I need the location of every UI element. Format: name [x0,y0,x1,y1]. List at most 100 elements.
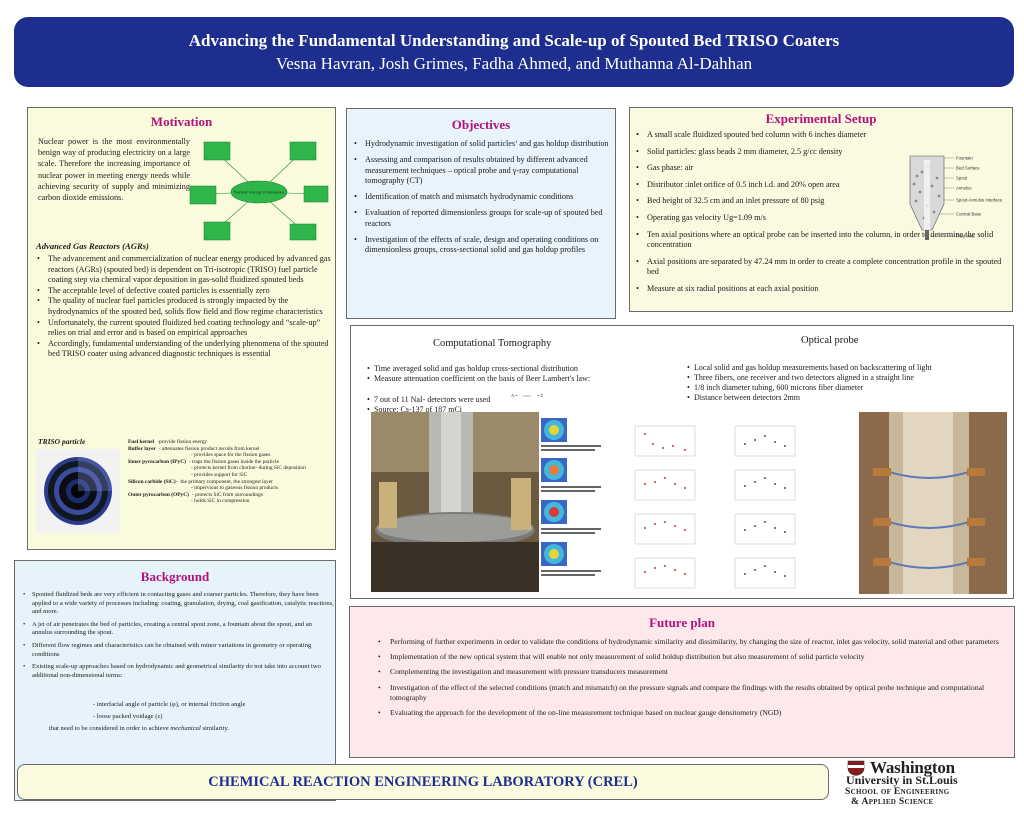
holdup-profile-plots [634,425,796,589]
list-item: Three fibers, one receiver and two detec… [687,373,1012,383]
list-item: Operating gas velocity Ug=1.09 m/s [635,213,885,224]
list-item: Source: Cs-137 of 187 mCi [367,405,667,415]
layer-row: Silicon carbide (SiC)-the primary compon… [128,479,333,486]
nuclear-renaissance-diagram: Nuclear energy renaissance [189,141,329,241]
list-item: 7 out of 11 NaI- detectors were used [367,395,667,405]
layer-row: Outer pyrocarbon (OPyC)- protects SiC fr… [128,492,333,499]
fig-label: Annulus [956,186,972,191]
ct-list: Time averaged solid and gas holdup cross… [367,364,667,415]
list-item: Hydrodynamic investigation of solid part… [353,139,611,150]
list-item: Assessing and comparison of results obta… [353,155,611,187]
ct-scanner-photo [371,412,539,592]
list-item: Performing of further experiments in ord… [377,637,1007,647]
svg-text:= Σ: = Σ [537,393,544,398]
ct-holdup-maps [541,418,601,576]
objectives-list: Hydrodynamic investigation of solid part… [353,139,611,261]
layer-desc: - attenuates fission product recoils fro… [158,445,260,452]
university-subtitle: University in St.Louis [846,773,958,787]
fig-label: Conical Base [956,212,982,217]
objectives-panel: Objectives Hydrodynamic investigation of… [346,108,616,319]
spouted-bed-schematic: Fountain Bed Surface Spout Annulus Spout… [909,156,1003,240]
layer-name: Silicon carbide (SiC)- [128,478,178,485]
university-logo: Washington University in St.Louis School… [843,758,1011,808]
layer-row: Inner pyrocarbon (IPyC)- traps the fissi… [128,459,333,466]
shield-icon [847,760,865,776]
list-item: Existing scale-up approaches based on hy… [22,663,334,680]
list-item: Bed height of 32.5 cm and an inlet press… [635,196,885,207]
background-similarity-note: that need to be considered in order to a… [49,725,229,734]
optical-probe-title: Optical probe [801,335,859,346]
list-item: Axial positions are separated by 47.24 m… [635,257,1009,278]
triso-label: TRISO particle [38,437,86,446]
beer-lambert-formula: A = = Σ [511,393,544,398]
motivation-title: Motivation [150,114,213,129]
layer-name: Outer pyrocarbon (OPyC) [128,491,189,498]
fig-label: Spout-Annulus Interface [956,198,1003,203]
layer-row: - protects kernel from chorine- during S… [128,465,333,472]
school-name: School of Engineering [845,786,950,797]
layer-row: - holds SiC in compression [128,498,333,505]
optical-probe-list: Local solid and gas holdup measurements … [687,363,1012,403]
list-item: Accordingly, fundamental understanding o… [36,339,331,360]
list-item: Implementation of the new optical system… [377,652,1007,662]
list-item: Measure attenuation coefficient on the b… [367,374,667,384]
diagram-center-label: Nuclear energy renaissance [232,190,284,195]
list-item: Ten axial positions where an optical pro… [635,230,1009,251]
layer-desc: the primary component, the strongest lay… [180,478,273,485]
list-item: Unfortunately, the current spouted fluid… [36,318,331,339]
list-item: Different flow regimes and characteristi… [22,642,334,659]
list-item: The advancement and commercialization of… [36,254,331,286]
list-item: Distance between detectors 2mm [687,393,1012,403]
layer-row: Buffer layer- attenuates fission product… [128,446,333,453]
layer-desc: - provides space for the fission gases [191,452,271,459]
layer-desc: - protects kernel from chorine- during S… [191,465,306,472]
layer-name: Fuel kernel [128,439,155,445]
list-item: The acceptable level of defective coated… [36,286,331,297]
motivation-panel: Motivation Nuclear power is the most env… [27,107,336,550]
list-item: The quality of nuclear fuel particles pr… [36,296,331,317]
note-em: mechanical [170,725,201,732]
layer-desc: -provide fission energy [157,439,208,445]
background-list: Spouted fluidized beds are very efficien… [22,591,334,684]
poster-authors: Vesna Havran, Josh Grimes, Fadha Ahmed, … [275,54,753,73]
layer-desc: - protects SiC from surroundings [191,491,263,498]
fig-label: Spout [956,176,968,181]
list-item: A jet of air penetrates the bed of parti… [22,621,334,638]
list-item: Gas phase: air [635,163,885,174]
motivation-intro: Nuclear power is the most environmentall… [38,137,190,203]
triso-particle-image [36,449,120,533]
layer-desc: - provides support for SiC [191,471,248,478]
layer-desc: - impervious to gaseous fission products [191,485,278,492]
list-item: Time averaged solid and gas holdup cross… [367,364,667,374]
school-name-2: & Applied Science [851,796,934,807]
objectives-title: Objectives [451,117,511,132]
layer-desc: - traps the fission gases inside the par… [188,458,279,465]
fig-label: Bed Surface [956,166,980,171]
list-item: Measure at six radial positions at each … [635,284,1009,295]
setup-list: A small scale fluidized spouted bed colu… [635,130,1009,301]
svg-text:A =: A = [511,393,518,398]
list-item: Investigation of the effect of the selec… [377,683,1007,703]
poster-header: Advancing the Fundamental Understanding … [14,17,1014,87]
agr-heading: Advanced Gas Reactors (AGRs) [36,241,149,251]
layer-name: Inner pyrocarbon (IPyC) [128,458,186,465]
background-title: Background [140,569,210,584]
ct-title: Computational Tomography [433,338,552,349]
background-panel: Background Spouted fluidized beds are ve… [14,560,336,801]
fig-label: Fluid Inlet [956,234,975,239]
optical-probe-photo [859,412,1007,594]
list-item: A small scale fluidized spouted bed colu… [635,130,1009,141]
layer-name: Buffer layer [128,445,156,452]
layer-row: - impervious to gaseous fission products [128,485,333,492]
poster-title: Advancing the Fundamental Understanding … [188,31,840,50]
list-item: Identification of match and mismatch hyd… [353,192,611,203]
list-item: Spouted fluidized beds are very efficien… [22,591,334,617]
lab-name: CHEMICAL REACTION ENGINEERING LABORATORY… [208,774,638,790]
measurement-panel: Computational Tomography Optical probe T… [350,325,1014,599]
list-item: Evaluation of reported dimensionless gro… [353,208,611,230]
university-name: Washington [870,758,955,777]
layer-desc: - holds SiC in compression [191,498,250,505]
list-item: 1/8 inch diameter tubing, 600 microns fi… [687,383,1012,393]
future-list: Performing of further experiments in ord… [377,637,1007,723]
future-title: Future plan [649,615,715,630]
